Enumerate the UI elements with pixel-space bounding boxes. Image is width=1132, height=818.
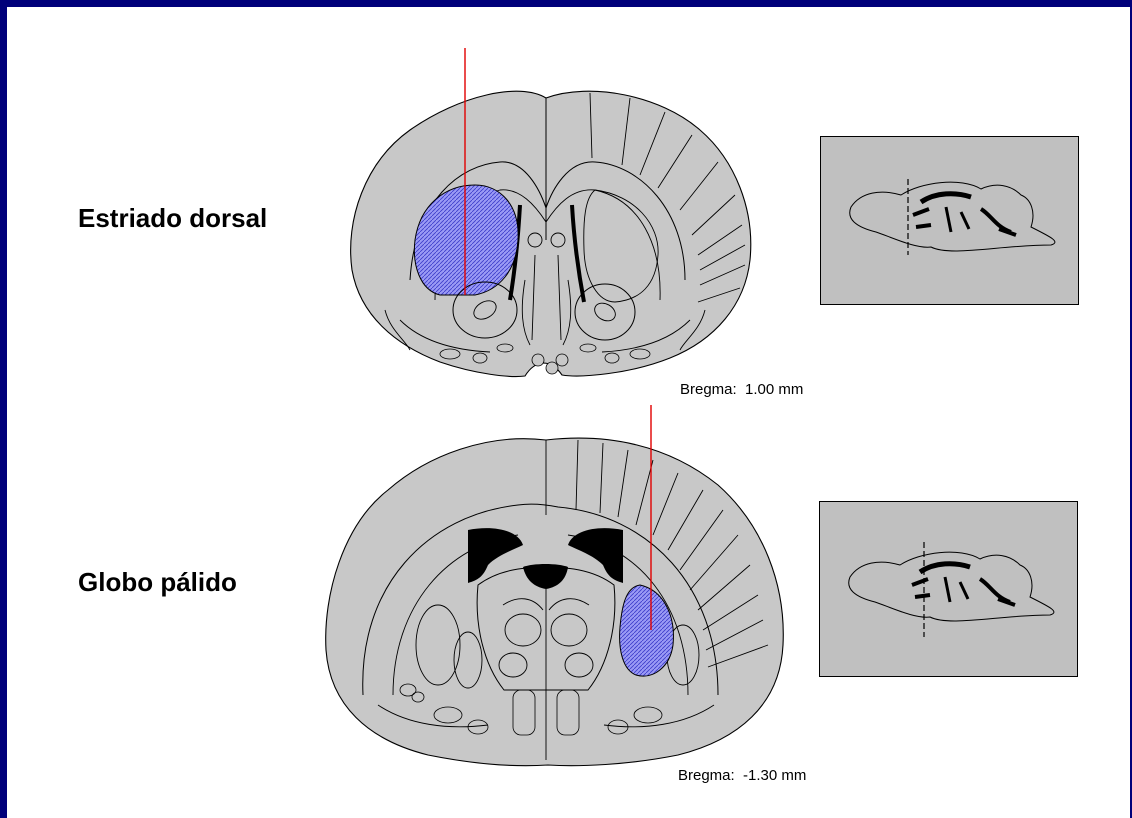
frame-left-border <box>0 0 7 818</box>
sagittal-inset-dorsal-striatum <box>820 136 1079 305</box>
frame-top-border <box>0 0 1132 7</box>
coronal-section-dorsal-striatum <box>340 40 760 390</box>
brain-outline <box>326 438 784 766</box>
coronal-section-globus-pallidus <box>318 405 798 770</box>
region-label-dorsal-striatum: Estriado dorsal <box>78 203 267 234</box>
sagittal-inset-globus-pallidus <box>819 501 1078 677</box>
region-label-globus-pallidus: Globo pálido <box>78 567 237 598</box>
bregma-label-1: Bregma: 1.00 mm <box>680 381 803 398</box>
bregma-label-2: Bregma: -1.30 mm <box>678 767 806 784</box>
brain-outline <box>351 91 751 376</box>
